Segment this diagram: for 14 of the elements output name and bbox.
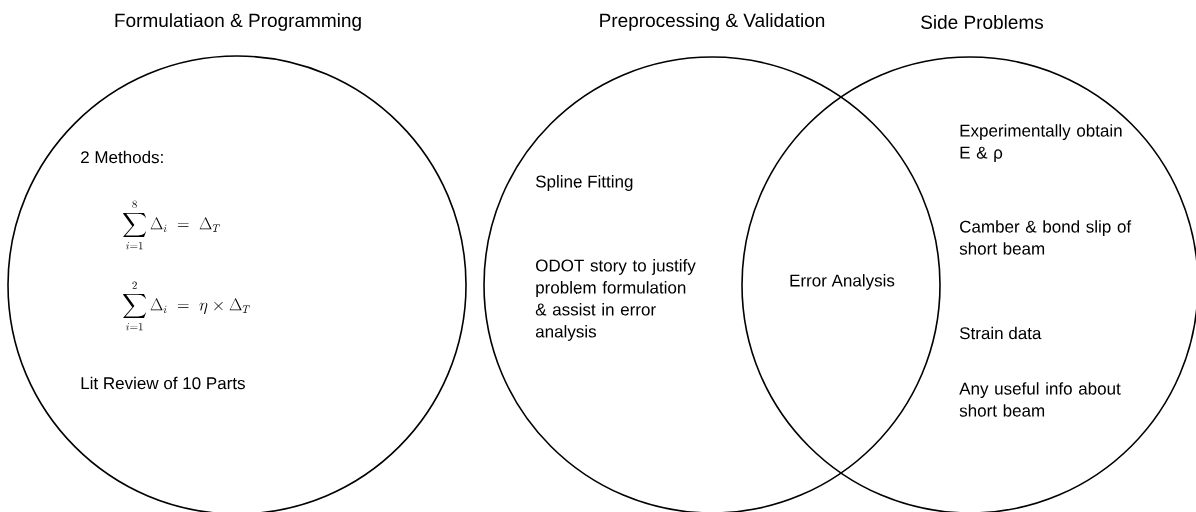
equation: $\sum_{i=1}^{8}\Delta_i \;=\; \Delta_T$ [123,200,220,250]
circle-text: Spline Fitting [535,175,633,191]
circle-heading: Preprocessing & Validation [600,13,825,31]
circle-text: Experimentally obtain E & ρ [960,124,1122,163]
circle-text: ODOT story to justify problem formulation & assist in error analysis [535,259,696,341]
overlap-label: Error Analysis [790,274,895,290]
circle-heading: Side Problems [921,15,1044,29]
circle-text: Strain data [959,326,1042,340]
circle-text: Any useful info about short beam [959,382,1121,417]
circle-text: Camber & bond slip of short beam [959,220,1132,255]
circle-text: 2 Methods: [81,150,163,164]
circle-text: Lit Review of 10 Parts [81,376,245,390]
circle-heading: Formulatiaon & Programming [115,13,361,31]
equation: $\sum_{i=1}^{2}\Delta_i \;=\; \eta\times\Delta_T$ [123,281,250,331]
